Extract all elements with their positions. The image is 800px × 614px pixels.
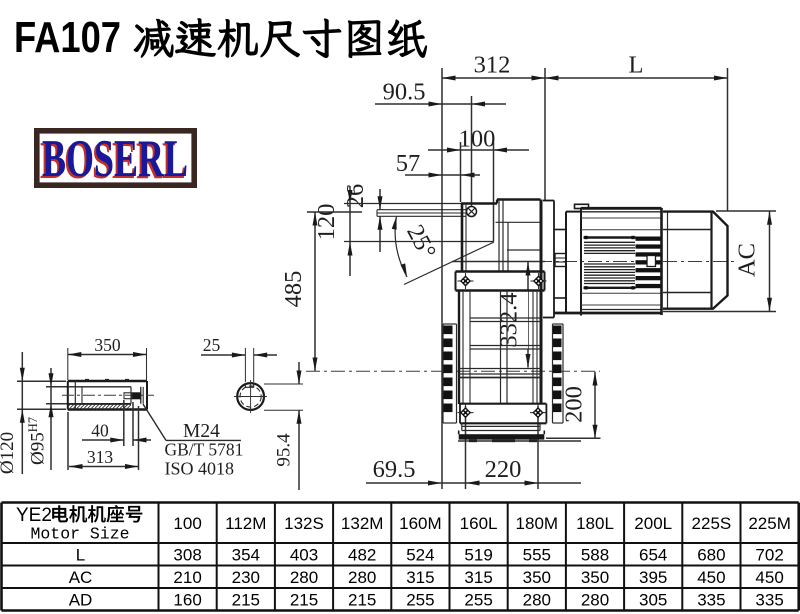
svg-text:230: 230 xyxy=(232,568,260,587)
svg-text:160M: 160M xyxy=(399,514,442,533)
svg-text:26: 26 xyxy=(342,184,369,209)
svg-text:225S: 225S xyxy=(692,514,732,533)
svg-text:225M: 225M xyxy=(748,514,791,533)
svg-text:395: 395 xyxy=(639,568,667,587)
svg-text:69.5: 69.5 xyxy=(373,456,416,483)
svg-text:L: L xyxy=(629,52,644,79)
svg-text:90.5: 90.5 xyxy=(383,79,426,106)
svg-text:305: 305 xyxy=(639,591,667,610)
svg-text:220: 220 xyxy=(485,456,522,483)
svg-text:AD: AD xyxy=(69,591,93,610)
svg-text:403: 403 xyxy=(290,546,318,565)
svg-text:160L: 160L xyxy=(460,514,498,533)
svg-text:485: 485 xyxy=(280,271,307,308)
svg-text:312: 312 xyxy=(474,52,511,79)
svg-text:120: 120 xyxy=(313,204,340,241)
svg-text:200L: 200L xyxy=(634,514,672,533)
svg-text:450: 450 xyxy=(755,568,783,587)
svg-text:588: 588 xyxy=(581,546,609,565)
svg-text:315: 315 xyxy=(464,568,492,587)
svg-text:132M: 132M xyxy=(341,514,384,533)
svg-text:354: 354 xyxy=(232,546,260,565)
svg-text:Motor Size: Motor Size xyxy=(30,525,129,544)
svg-text:95.4: 95.4 xyxy=(274,433,295,467)
svg-text:280: 280 xyxy=(581,591,609,610)
svg-text:524: 524 xyxy=(406,546,434,565)
svg-text:Ø120: Ø120 xyxy=(0,432,18,474)
svg-text:519: 519 xyxy=(464,546,492,565)
svg-text:350: 350 xyxy=(94,335,121,355)
svg-text:350: 350 xyxy=(523,568,551,587)
svg-text:ISO 4018: ISO 4018 xyxy=(165,459,235,479)
svg-text:450: 450 xyxy=(697,568,725,587)
svg-text:25: 25 xyxy=(203,335,221,355)
svg-text:308: 308 xyxy=(173,546,201,565)
svg-text:280: 280 xyxy=(348,568,376,587)
svg-text:215: 215 xyxy=(348,591,376,610)
svg-text:255: 255 xyxy=(464,591,492,610)
svg-text:335: 335 xyxy=(755,591,783,610)
svg-text:215: 215 xyxy=(290,591,318,610)
svg-text:GB/T 5781: GB/T 5781 xyxy=(165,440,244,460)
svg-text:160: 160 xyxy=(173,591,201,610)
svg-text:112M: 112M xyxy=(225,514,266,533)
svg-text:AC: AC xyxy=(734,243,761,277)
svg-text:BOSERL: BOSERL xyxy=(40,132,186,190)
svg-text:132S: 132S xyxy=(284,514,324,533)
svg-text:680: 680 xyxy=(697,546,725,565)
svg-text:215: 215 xyxy=(232,591,260,610)
svg-text:332.4: 332.4 xyxy=(496,292,523,347)
svg-text:100: 100 xyxy=(459,126,496,153)
svg-text:255: 255 xyxy=(406,591,434,610)
svg-text:BOSERL: BOSERL xyxy=(42,130,188,188)
svg-text:280: 280 xyxy=(523,591,551,610)
svg-text:555: 555 xyxy=(523,546,551,565)
svg-text:Ø95H7: Ø95H7 xyxy=(26,417,49,465)
svg-text:200: 200 xyxy=(561,386,588,423)
svg-text:YE2: YE2 xyxy=(16,505,52,526)
svg-text:AC: AC xyxy=(69,568,93,587)
svg-text:180L: 180L xyxy=(576,514,614,533)
svg-text:FA107: FA107 xyxy=(14,13,121,62)
svg-text:350: 350 xyxy=(581,568,609,587)
svg-text:57: 57 xyxy=(396,150,421,177)
svg-text:180M: 180M xyxy=(516,514,559,533)
svg-text:335: 335 xyxy=(697,591,725,610)
svg-text:L: L xyxy=(76,546,85,565)
svg-text:210: 210 xyxy=(173,568,201,587)
svg-text:654: 654 xyxy=(639,546,667,565)
svg-text:702: 702 xyxy=(755,546,783,565)
svg-text:315: 315 xyxy=(406,568,434,587)
svg-text:100: 100 xyxy=(173,514,201,533)
svg-text:313: 313 xyxy=(87,447,114,467)
svg-text:280: 280 xyxy=(290,568,318,587)
svg-text:40: 40 xyxy=(91,421,109,441)
svg-text:M24: M24 xyxy=(183,421,220,442)
svg-text:482: 482 xyxy=(348,546,376,565)
